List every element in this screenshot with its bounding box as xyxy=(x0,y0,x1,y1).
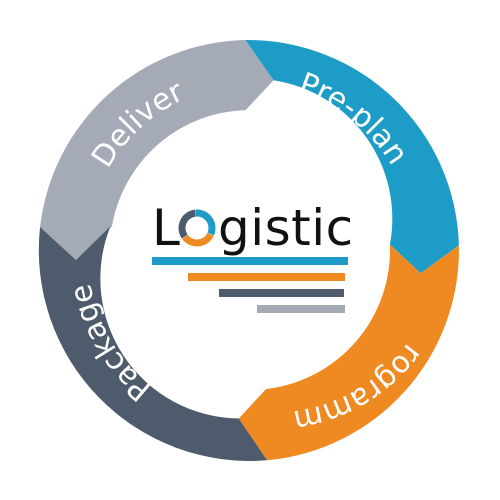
segment-deliver xyxy=(40,40,274,260)
logistic-logo: L gistic xyxy=(152,199,354,313)
logo-o-ring-icon xyxy=(178,209,216,247)
segment-programme xyxy=(238,244,459,461)
logo-bar-grey xyxy=(257,305,345,313)
logo-bar-blue xyxy=(152,257,348,265)
logo-bar-dark xyxy=(219,289,344,297)
segment-preplan xyxy=(245,40,459,274)
logo-bar-orange xyxy=(188,273,345,281)
logo-letter-l: L xyxy=(152,199,180,257)
logo-text-rest: gistic xyxy=(218,199,354,257)
segment-package xyxy=(38,226,268,462)
